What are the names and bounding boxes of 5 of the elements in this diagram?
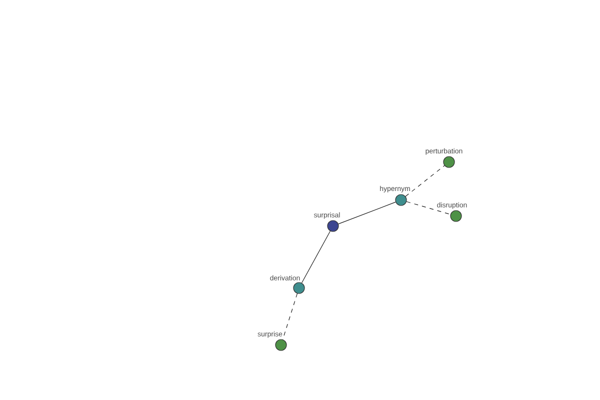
- link-line: [302, 230, 331, 284]
- link-line: [406, 201, 451, 215]
- link-line: [338, 202, 396, 224]
- link-line: [282, 293, 298, 340]
- link-line: [405, 165, 445, 197]
